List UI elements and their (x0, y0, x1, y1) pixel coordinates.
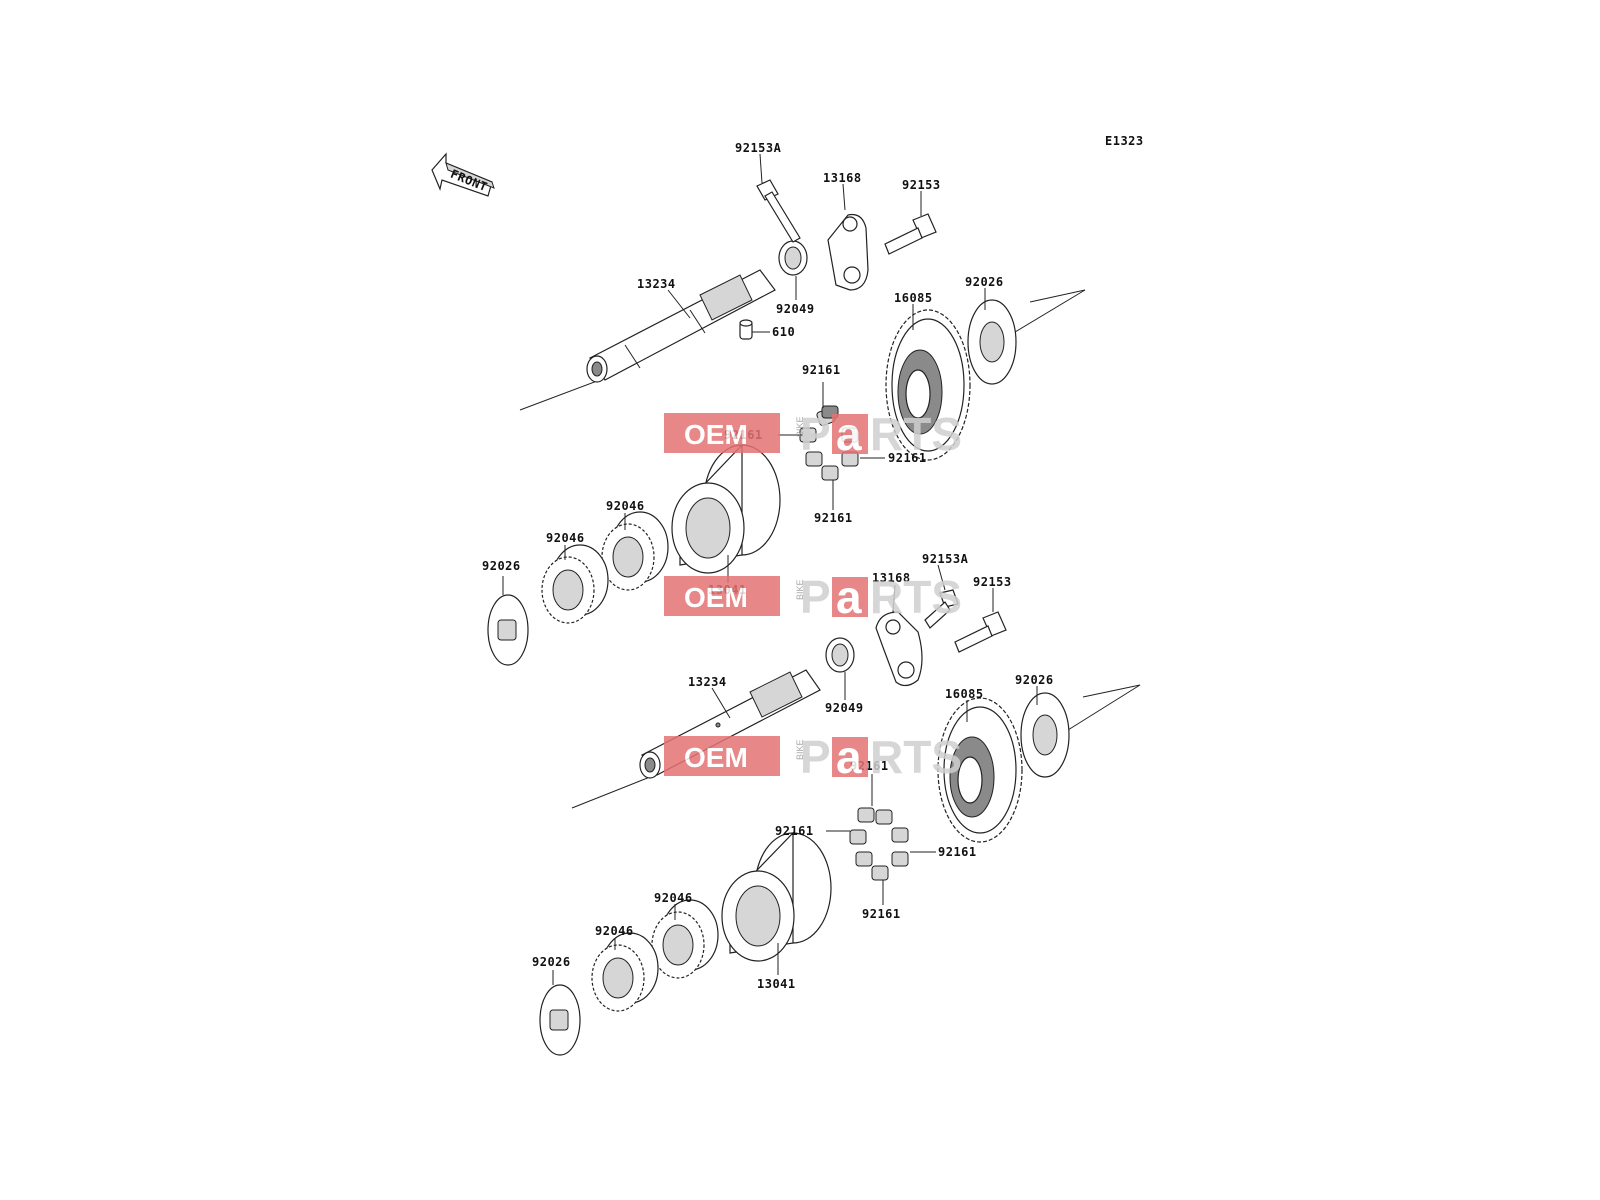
upper-axis-left (519, 377, 606, 411)
label-upper-gear: 16085 (894, 291, 933, 305)
label-upper-bearing-outer: 92046 (546, 531, 585, 545)
watermark-bike-text: BIKE (795, 579, 805, 600)
front-label: FRONT (448, 167, 489, 194)
label-lower-damper-left: 92161 (775, 824, 814, 838)
label-upper-washer-left: 92026 (482, 559, 521, 573)
lower-hub-part (721, 831, 832, 962)
lower-bearing-inner-part (651, 899, 719, 979)
upper-assembly: 92153A 13168 92153 13234 92049 610 16085… (482, 141, 1086, 666)
leader-lower-shaft (711, 687, 731, 719)
lower-seal-part (825, 637, 855, 673)
label-lower-shaft: 13234 (688, 675, 727, 689)
label-upper-holder: 13168 (823, 171, 862, 185)
label-lower-bearing-outer: 92046 (595, 924, 634, 938)
upper-gear-part (885, 309, 971, 461)
leader-lower-holder (892, 584, 896, 613)
watermark-3: OEM BIKE P a RTS (664, 731, 962, 783)
lower-bearing-outer-part (591, 932, 659, 1012)
label-lower-gear: 16085 (945, 687, 984, 701)
lower-bolt-part (954, 611, 1007, 653)
watermark-a-text: a (836, 731, 862, 783)
leader-lower-bolt-a (937, 564, 946, 591)
upper-bearing-outer-part (541, 544, 609, 624)
label-lower-holder: 13168 (872, 571, 911, 585)
front-arrow-icon: FRONT (431, 152, 495, 197)
watermark-oem-text: OEM (684, 742, 748, 773)
watermark-rts-text: RTS (870, 571, 962, 623)
label-upper-damper-top: 92161 (802, 363, 841, 377)
upper-pin-part (739, 319, 753, 340)
label-lower-bolt-a: 92153A (922, 552, 969, 566)
label-lower-seal: 92049 (825, 701, 864, 715)
lower-axis-right-b (1082, 684, 1141, 698)
watermark-2: OEM BIKE P a RTS (664, 571, 962, 623)
watermark-rts-text: RTS (870, 408, 962, 460)
label-lower-washer-right: 92026 (1015, 673, 1054, 687)
lower-axis-left (571, 774, 656, 809)
lower-holder-part (875, 611, 923, 687)
label-upper-washer-right: 92026 (965, 275, 1004, 289)
label-upper-bolt: 92153 (902, 178, 941, 192)
label-upper-damper-right: 92161 (888, 451, 927, 465)
watermark-rts-text: RTS (870, 731, 962, 783)
upper-shaft-part (586, 269, 776, 383)
diagram-code: E1323 (1105, 134, 1144, 148)
label-lower-bolt: 92153 (973, 575, 1012, 589)
lower-washer-right-part (1020, 692, 1070, 778)
watermark-bike-text: BIKE (795, 416, 805, 437)
upper-bearing-inner-part (601, 511, 669, 591)
label-lower-bearing-inner: 92046 (654, 891, 693, 905)
lower-gear-part (937, 697, 1023, 843)
label-upper-damper-bottom: 92161 (814, 511, 853, 525)
label-lower-damper-bottom: 92161 (862, 907, 901, 921)
upper-washer-left-part (487, 594, 529, 666)
watermark-oem-text: OEM (684, 582, 748, 613)
upper-seal-part (778, 240, 808, 276)
leader-upper-bolt-a (759, 153, 763, 184)
label-lower-hub: 13041 (757, 977, 796, 991)
label-upper-bearing-inner: 92046 (606, 499, 645, 513)
upper-hub-part (671, 443, 781, 574)
leader-upper-shaft (667, 289, 691, 319)
watermark-p-text: P (800, 408, 831, 460)
upper-bolt-part (884, 213, 937, 255)
label-lower-damper-right: 92161 (938, 845, 977, 859)
lower-bolt-a-part (924, 589, 959, 629)
watermark-oem-text: OEM (684, 419, 748, 450)
lower-washer-left-part (539, 984, 581, 1056)
lower-axis-right (1059, 684, 1141, 736)
lower-assembly: 92153A 13168 92153 13234 92049 16085 920… (532, 552, 1141, 1056)
label-upper-seal: 92049 (776, 302, 815, 316)
watermark-a-text: a (836, 408, 862, 460)
upper-axis-right-b (1029, 289, 1086, 303)
label-lower-washer-left: 92026 (532, 955, 571, 969)
watermark-bike-text: BIKE (795, 739, 805, 760)
watermark-p-text: P (800, 731, 831, 783)
upper-washer-right-part (967, 299, 1017, 385)
watermark-a-text: a (836, 571, 862, 623)
upper-axis-right (1004, 289, 1086, 339)
label-upper-shaft: 13234 (637, 277, 676, 291)
label-upper-pin: 610 (772, 325, 795, 339)
lower-damper-part (849, 807, 909, 881)
upper-bolt-a-part (756, 179, 801, 243)
leader-upper-holder (842, 183, 846, 211)
upper-holder-part (827, 213, 869, 291)
watermark-p-text: P (800, 571, 831, 623)
watermark-1: OEM BIKE P a RTS (664, 408, 962, 460)
label-upper-bolt-a: 92153A (735, 141, 782, 155)
